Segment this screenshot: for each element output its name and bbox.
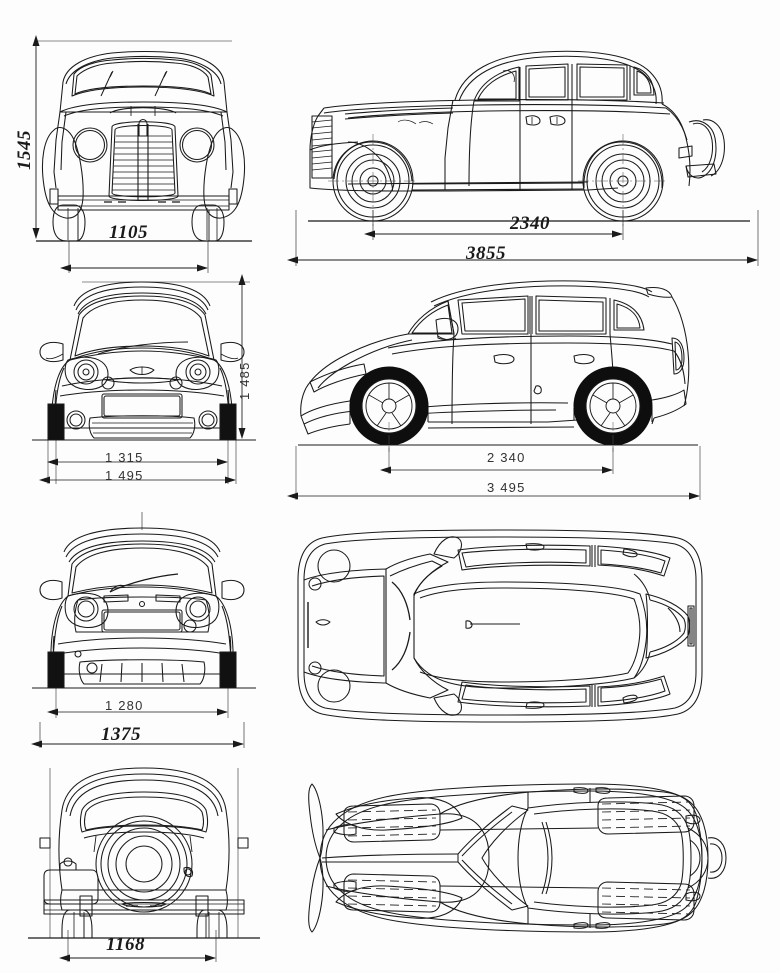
modern-top-view	[290, 520, 710, 732]
classic-side-dimension-block	[287, 210, 768, 272]
dim-classic-rear-track: 1168	[106, 934, 145, 955]
classic-side-view	[288, 38, 768, 228]
dim-classic-front-track: 1105	[109, 222, 148, 243]
dim-modern-wheelbase: 2 340	[487, 450, 526, 465]
modern-side-view	[288, 272, 708, 452]
modern-front-view	[18, 268, 268, 458]
modern-front-dimension-block	[18, 440, 268, 500]
dim-classic-wheelbase: 2340	[510, 213, 550, 234]
classic-rear-dimension-block	[18, 930, 270, 970]
dim-modern-front-width: 1 495	[105, 468, 144, 483]
dim-modern-front-height: 1 485	[237, 361, 252, 400]
modern-rear-view	[18, 512, 268, 712]
dim-classic-rear-width: 1375	[101, 724, 141, 745]
dim-modern-front-track: 1 315	[105, 450, 144, 465]
classic-top-view	[290, 752, 730, 964]
classic-front-view	[0, 20, 280, 273]
modern-side-dimension-block	[287, 446, 708, 506]
classic-rear-view	[18, 752, 270, 942]
dim-modern-length: 3 495	[487, 480, 526, 495]
rear-dimension-block	[18, 688, 268, 750]
dim-classic-front-height: 1545	[14, 130, 35, 170]
dim-classic-length: 3855	[466, 243, 506, 264]
dim-modern-rear-track: 1 280	[105, 698, 144, 713]
